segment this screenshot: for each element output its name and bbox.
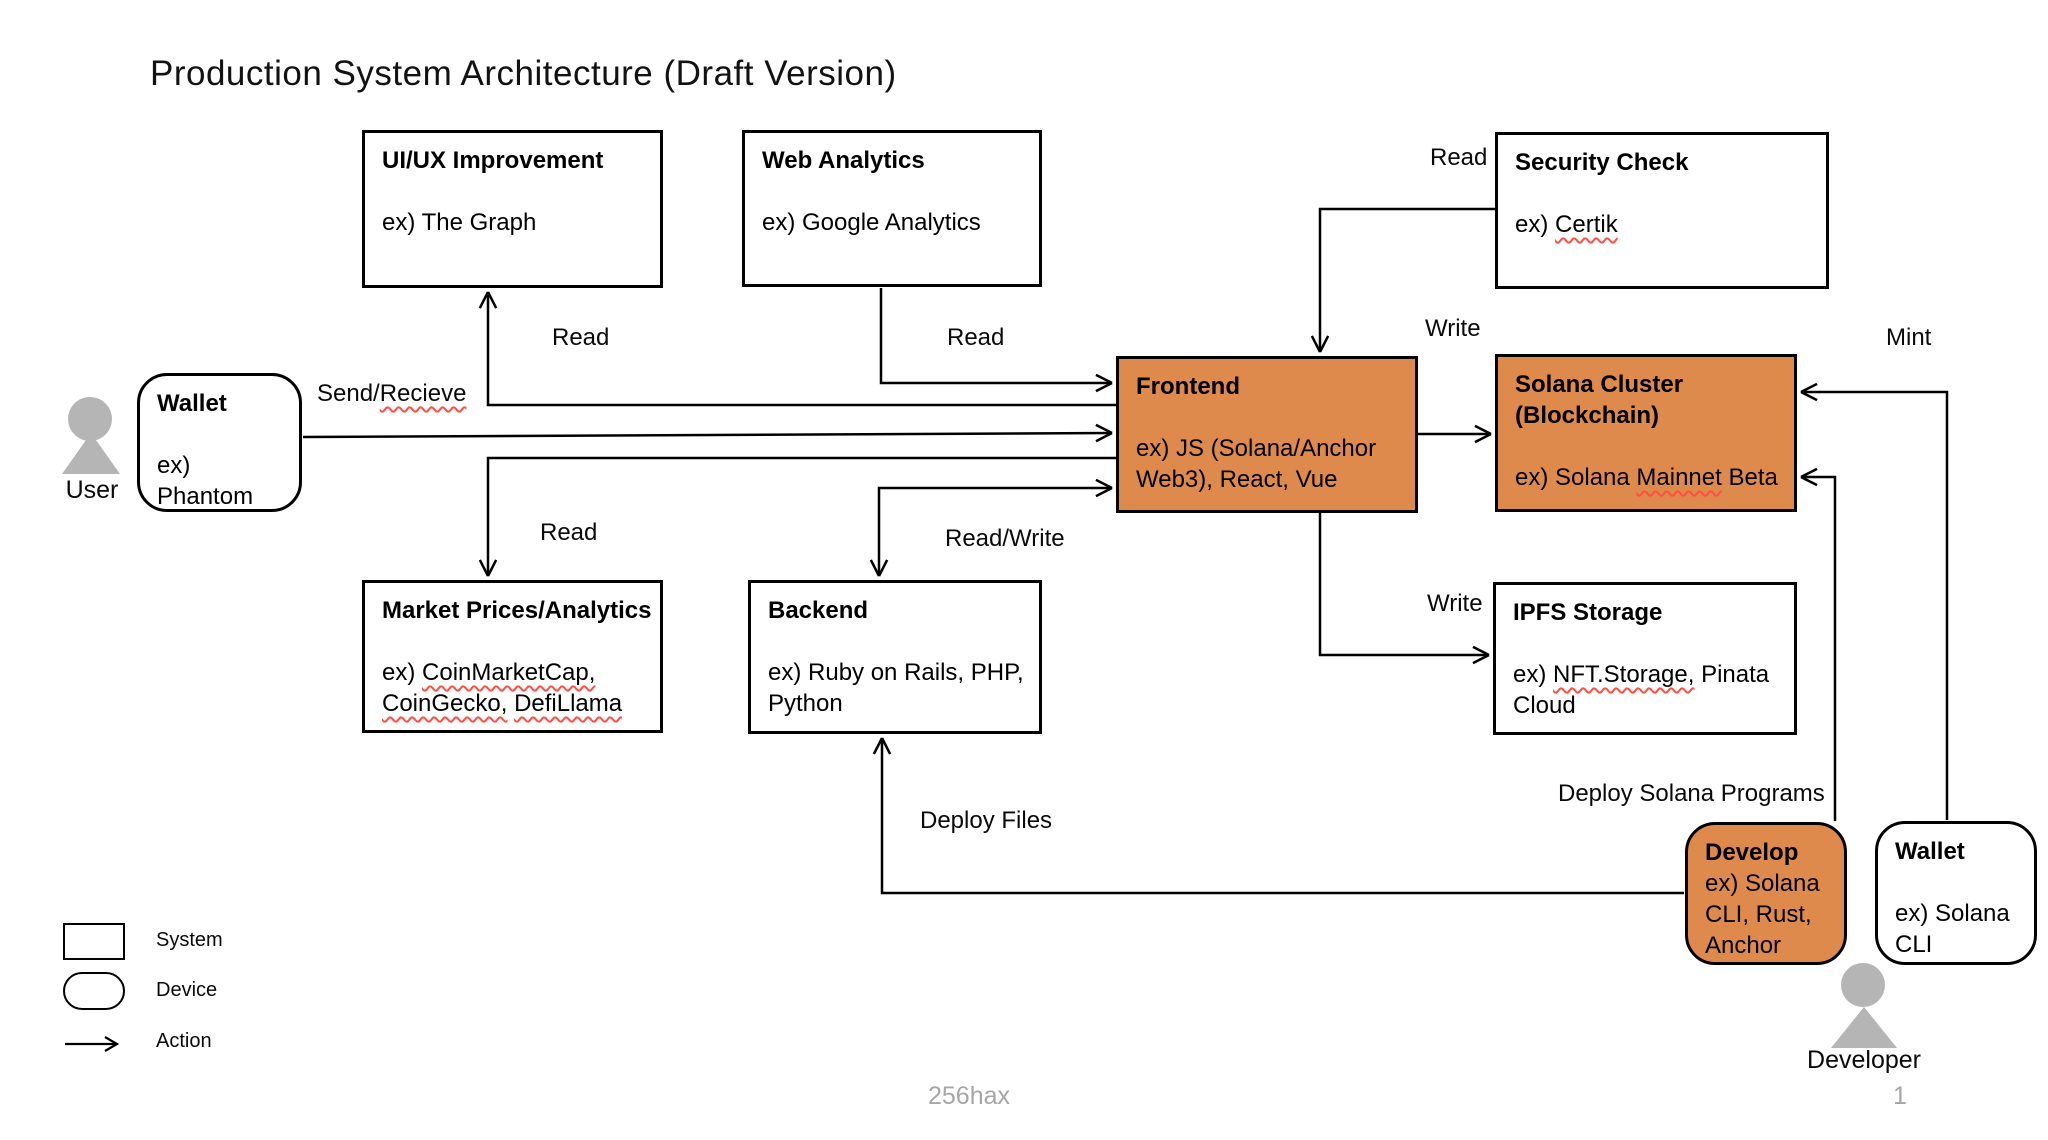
- edge-frontend-to-uiux: [486, 292, 1116, 407]
- edge-security-to-frontend-arrowhead-0: [1310, 335, 1322, 353]
- edge-frontend-to-uiux-arrowhead-0: [486, 291, 498, 309]
- edge-develop-to-backend-arrowhead-1: [872, 737, 884, 755]
- label-read-write-backend: Read/Write: [945, 525, 1065, 552]
- edge-wallet-user-to-frontend-arrowhead-0: [1095, 431, 1113, 443]
- legend-system-shape: [63, 923, 125, 960]
- edge-web-to-frontend-arrowhead-0: [1095, 381, 1113, 393]
- edge-frontend-to-market-arrowhead-0: [478, 559, 490, 577]
- legend-action-label: Action: [156, 1030, 212, 1052]
- edge-frontend-backend-readwrite-arrowhead-1: [877, 559, 889, 577]
- edge-frontend-to-uiux-arrowhead-1: [478, 291, 490, 309]
- label-mint: Mint: [1886, 324, 1932, 351]
- market-prices-analytics-node: Market Prices/Analytics ex) CoinMarketCa…: [362, 580, 663, 733]
- label-read-security: Read: [1430, 144, 1488, 171]
- edge-frontend-backend-readwrite-start-arrowhead-0: [1095, 486, 1113, 498]
- page-title: Production System Architecture (Draft Ve…: [150, 54, 897, 93]
- action-arrow-icon: [65, 1036, 120, 1052]
- edge-develop-to-backend: [880, 738, 1684, 895]
- label-write-solana: Write: [1425, 315, 1481, 342]
- edge-frontend-to-solana-arrowhead-0: [1474, 432, 1492, 444]
- edge-frontend-to-solana-arrowhead-1: [1474, 424, 1492, 436]
- edge-wallet-user-to-frontend-arrowhead-1: [1095, 423, 1113, 435]
- legend-device-label: Device: [156, 979, 218, 1001]
- edge-frontend-to-market-arrowhead-1: [486, 559, 498, 577]
- backend-node: Backend ex) Ruby on Rails, PHP,Python: [748, 580, 1042, 734]
- wallet-user-node: Wallet ex)Phantom: [137, 373, 302, 512]
- label-read-uiux: Read: [552, 324, 610, 351]
- edge-frontend-to-ipfs: [1318, 513, 1489, 657]
- user-person-icon: [68, 397, 112, 441]
- edge-web-to-frontend-arrowhead-1: [1095, 373, 1113, 385]
- edge-security-to-frontend-arrowhead-1: [1318, 335, 1330, 353]
- developer-label: Developer: [1807, 1046, 1921, 1074]
- label-deploy-solana-programs: Deploy Solana Programs: [1558, 780, 1825, 807]
- label-read-web: Read: [947, 324, 1005, 351]
- edge-develop-to-backend-arrowhead-0: [880, 737, 892, 755]
- label-deploy-files: Deploy Files: [920, 807, 1053, 834]
- edge-frontend-backend-readwrite-start-arrowhead-1: [1095, 478, 1113, 490]
- edge-develop-to-solana: [1801, 475, 1837, 821]
- solana-cluster-node: Solana Cluster(Blockchain) ex) Solana Ma…: [1495, 354, 1797, 512]
- edge-frontend-to-ipfs-arrowhead-1: [1472, 645, 1490, 657]
- edge-frontend-to-ipfs-arrowhead-0: [1472, 653, 1490, 665]
- developer-person-icon-body: [1831, 1007, 1897, 1048]
- edge-frontend-to-market: [486, 456, 1116, 576]
- edge-frontend-backend-readwrite-arrowhead-0: [869, 559, 881, 577]
- legend-system-label: System: [156, 929, 223, 951]
- edge-security-to-frontend: [1318, 207, 1495, 352]
- user-person-icon-body: [62, 433, 120, 474]
- footer-page-number: 1: [1893, 1082, 1907, 1110]
- edge-frontend-backend-readwrite: [877, 486, 1112, 576]
- label-write-ipfs: Write: [1427, 590, 1483, 617]
- security-check-node: Security Check ex) Certik: [1495, 132, 1829, 289]
- edge-web-to-frontend: [879, 288, 1112, 385]
- legend-device-shape: [63, 972, 125, 1010]
- edge-wallet-dev-to-solana-arrowhead-0: [1800, 382, 1818, 394]
- edge-develop-to-solana-arrowhead-1: [1800, 475, 1818, 487]
- uiux-improvement-node: UI/UX Improvement ex) The Graph: [362, 130, 663, 288]
- user-label: User: [65, 476, 119, 504]
- footer-author: 256hax: [928, 1082, 1011, 1110]
- edge-wallet-user-to-frontend: [302, 431, 1113, 439]
- label-read-market: Read: [540, 519, 598, 546]
- web-analytics-node: Web Analytics ex) Google Analytics: [742, 130, 1042, 287]
- edge-develop-to-solana-arrowhead-0: [1800, 467, 1818, 479]
- label-send-recieve: Send/Recieve: [317, 380, 467, 407]
- developer-person-icon: [1841, 963, 1885, 1007]
- edge-wallet-dev-to-solana: [1801, 390, 1949, 820]
- edge-wallet-dev-to-solana-arrowhead-1: [1800, 390, 1818, 402]
